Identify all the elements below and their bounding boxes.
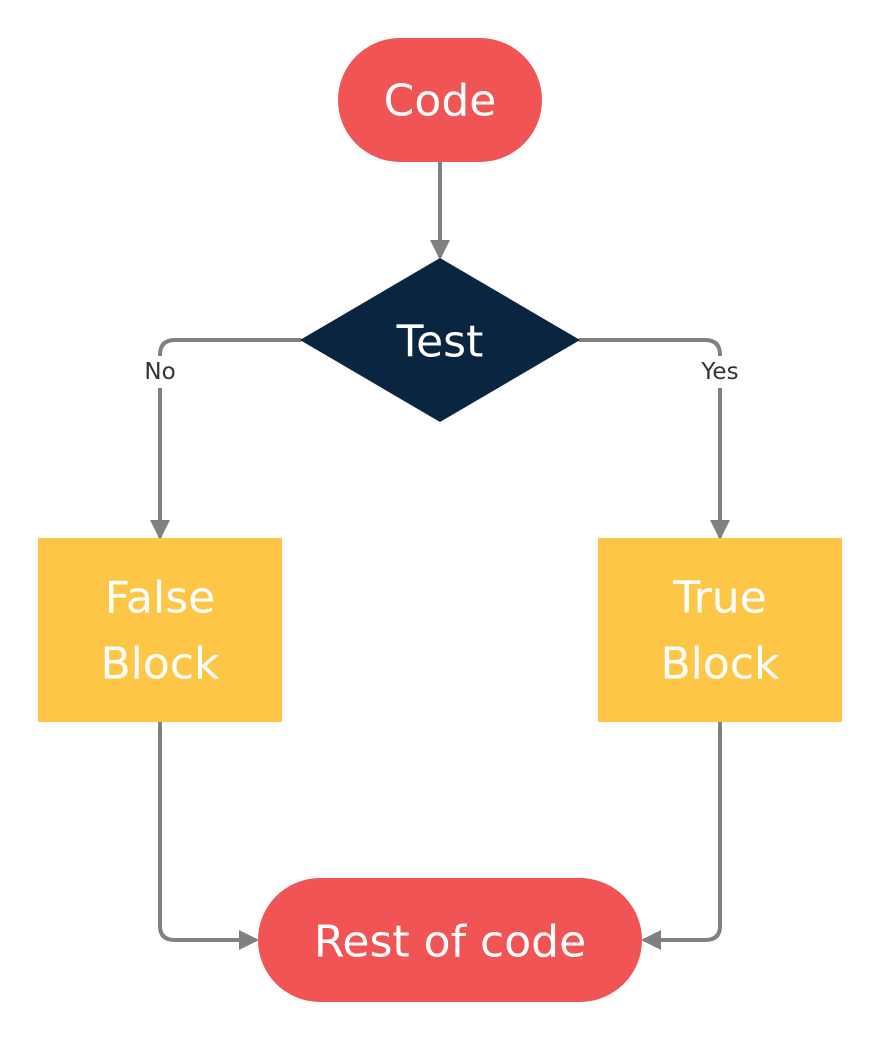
edge-test-yes-to-true-block: [578, 338, 730, 540]
false-block-label-line2: Block: [100, 639, 220, 690]
no-label-background: [136, 356, 184, 388]
false-block-label-line1: False: [105, 573, 215, 624]
edge-label-yes: Yes: [700, 359, 738, 385]
end-terminal-label: Rest of code: [314, 917, 586, 968]
true-block-label-line2: Block: [660, 639, 780, 690]
yes-label-background: [690, 356, 750, 388]
start-terminal-shape: [338, 38, 542, 162]
edge-true-block-to-rest: [641, 720, 722, 950]
true-block-label-line1: True: [672, 573, 766, 624]
start-terminal-label: Code: [384, 76, 497, 127]
false-block-shape: [38, 538, 282, 722]
true-block-shape: [598, 538, 842, 722]
test-decision-label: Test: [396, 317, 484, 368]
end-terminal-shape: [258, 878, 642, 1002]
edge-false-block-to-rest: [158, 720, 259, 950]
edge-test-no-to-false-block: [150, 338, 302, 540]
edge-label-no: No: [144, 359, 175, 385]
test-decision-shape: [300, 258, 580, 422]
